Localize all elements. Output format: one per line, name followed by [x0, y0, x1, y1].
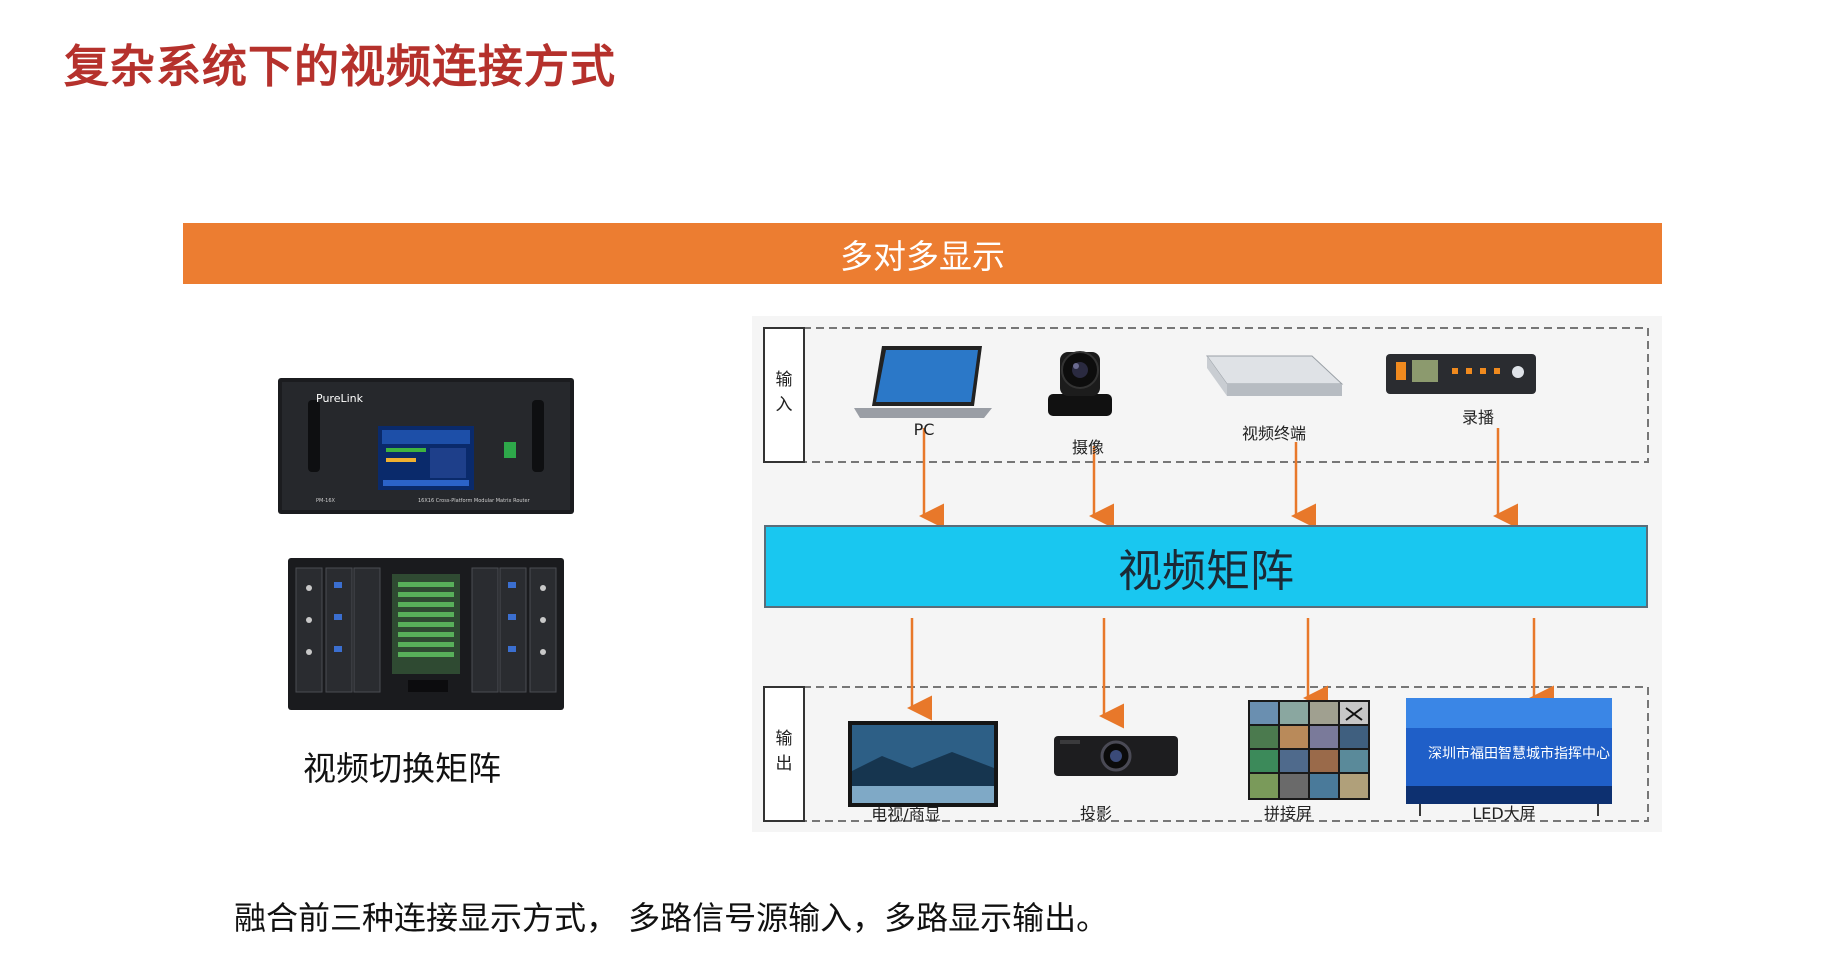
matrix-rear-panel-image [288, 558, 564, 710]
recorder-icon [1386, 354, 1536, 394]
input-label-pc: PC [913, 420, 935, 439]
video-matrix-bar: 视频矩阵 [764, 525, 1648, 608]
tv-icon [848, 721, 998, 807]
ptz-camera-icon [1048, 351, 1112, 416]
led-screen-icon: 深圳市福田智慧城市指挥中心 [1406, 698, 1612, 816]
input-label-camera: 摄像 [1071, 438, 1105, 457]
matrix-front-panel-image: PureLink PM-16X 16X16 Cross-Platform Mod… [278, 378, 574, 514]
page-title: 复杂系统下的视频连接方式 [64, 40, 617, 93]
laptop-icon [854, 346, 992, 418]
section-banner: 多对多显示 [183, 223, 1662, 284]
device-subtitle-text: 16X16 Cross-Platform Modular Matrix Rout… [418, 498, 531, 504]
output-label-tv: 电视/商显 [871, 805, 941, 824]
input-label-terminal: 视频终端 [1241, 424, 1307, 443]
summary-text: 融合前三种连接显示方式， 多路信号源输入，多路显示输出。 [234, 899, 1109, 937]
device-caption: 视频切换矩阵 [303, 749, 501, 788]
diagram-frame: 深圳市福田智慧城市指挥中心 [763, 327, 1649, 822]
output-label-wall: 拼接屏 [1263, 804, 1313, 823]
video-terminal-icon [1206, 355, 1344, 396]
brand-text: PureLink [316, 392, 364, 405]
projector-icon [1054, 736, 1178, 776]
connection-diagram: 深圳市福田智慧城市指挥中心 输入 输出 视频矩阵 PC 摄像 视频终端 录播 电… [752, 316, 1662, 832]
led-screen-text: 深圳市福田智慧城市指挥中心 [1428, 745, 1610, 762]
output-label-projector: 投影 [1079, 804, 1113, 823]
input-side-label: 输入 [775, 370, 793, 415]
video-wall-icon [1248, 700, 1370, 800]
output-label-led: LED大屏 [1472, 804, 1536, 823]
output-side-label: 输出 [775, 729, 793, 774]
model-text: PM-16X [316, 498, 335, 504]
input-label-recorder: 录播 [1461, 408, 1495, 427]
